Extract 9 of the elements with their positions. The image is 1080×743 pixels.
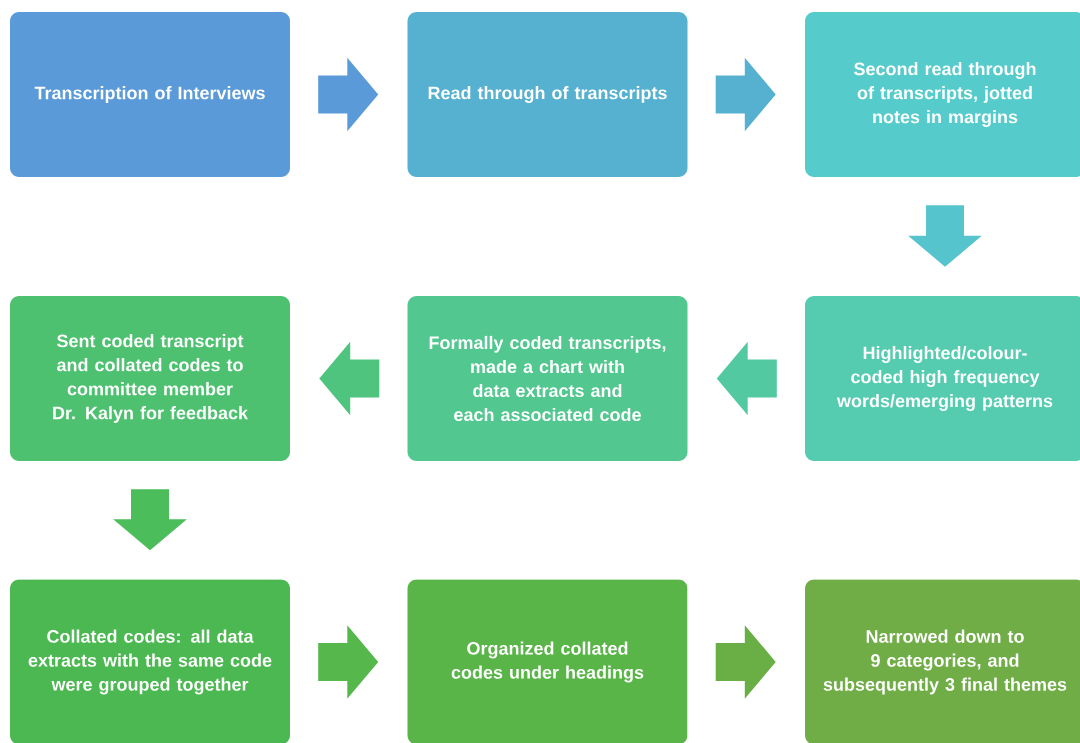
process-box: Second read through of transcripts, jotted notes in margins xyxy=(805,12,1080,177)
process-box: Organized collated codes under headings xyxy=(407,579,688,743)
process-box: Transcription of Interviews xyxy=(10,12,290,177)
process-box: Formally coded transcripts, made a chart with data extracts and each associated code xyxy=(407,296,688,461)
process-box: Highlighted/colour-coded high frequency words/emerging patterns xyxy=(805,296,1080,461)
process-box: Sent coded transcript and collated codes to committee member Dr. Kalyn for feedback xyxy=(10,296,290,461)
process-box: Collated codes: all data extracts with the same code were grouped together xyxy=(10,579,290,743)
process-box: Read through of transcripts xyxy=(407,12,688,177)
process-box: Narrowed down to 9 categories, and subsequently 3 final themes xyxy=(805,579,1080,743)
